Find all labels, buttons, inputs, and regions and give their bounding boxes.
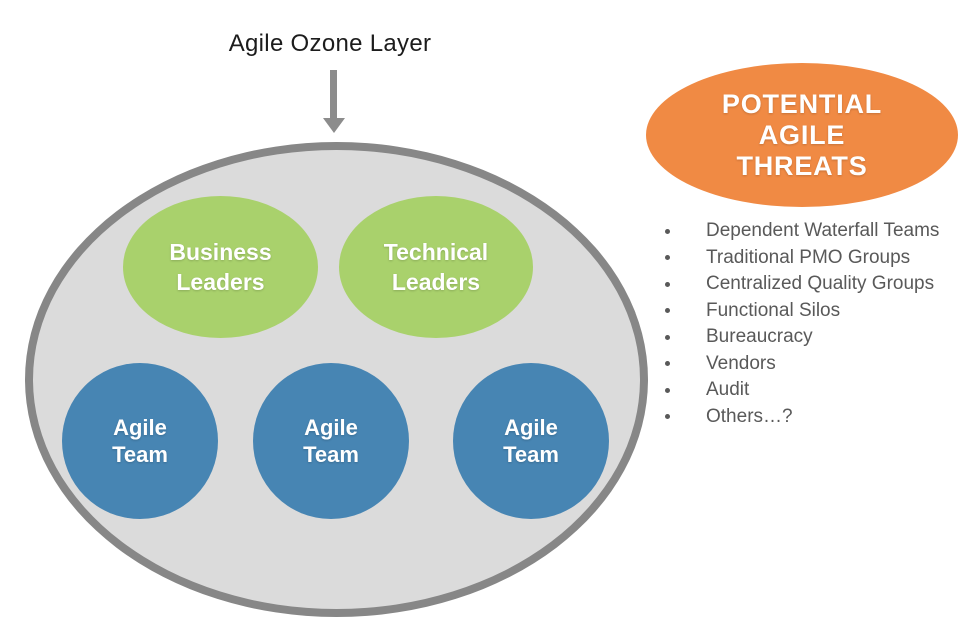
business-leaders-ellipse: Business Leaders — [123, 196, 318, 338]
threat-item: Bureaucracy — [665, 324, 965, 351]
agile-team-circle-3: Agile Team — [453, 363, 609, 519]
threat-item: Audit — [665, 377, 965, 404]
down-arrow-shaft — [330, 70, 337, 118]
potential-threats-ellipse: POTENTIAL AGILE THREATS — [646, 63, 958, 207]
threat-item-label: Audit — [706, 379, 750, 401]
bullet-icon — [665, 255, 670, 261]
business-leaders-label: Business Leaders — [169, 239, 272, 295]
threats-list: Dependent Waterfall Teams Traditional PM… — [665, 218, 965, 430]
agile-team-label: Agile Team — [303, 415, 359, 467]
bullet-icon — [665, 414, 670, 420]
bullet-icon — [665, 228, 670, 234]
agile-team-circle-1: Agile Team — [62, 363, 218, 519]
agile-team-label: Agile Team — [503, 415, 559, 467]
threat-item-label: Functional Silos — [706, 299, 841, 321]
threat-item-label: Dependent Waterfall Teams — [706, 220, 940, 242]
threat-item: Centralized Quality Groups — [665, 271, 965, 298]
down-arrow-head — [323, 118, 345, 133]
threat-item: Functional Silos — [665, 298, 965, 325]
threat-item-label: Vendors — [706, 352, 776, 374]
threat-item: Vendors — [665, 351, 965, 378]
threat-item: Others…? — [665, 404, 965, 431]
bullet-icon — [665, 387, 670, 393]
threat-item-label: Others…? — [706, 405, 793, 427]
threat-item-label: Centralized Quality Groups — [706, 273, 935, 295]
bullet-icon — [665, 361, 670, 367]
bullet-icon — [665, 281, 670, 287]
agile-team-circle-2: Agile Team — [253, 363, 409, 519]
technical-leaders-label: Technical Leaders — [383, 239, 489, 295]
potential-threats-title: POTENTIAL AGILE THREATS — [721, 88, 883, 181]
technical-leaders-ellipse: Technical Leaders — [339, 196, 533, 338]
threat-item: Traditional PMO Groups — [665, 245, 965, 272]
threat-item-label: Bureaucracy — [706, 326, 813, 348]
agile-team-label: Agile Team — [112, 415, 168, 467]
bullet-icon — [665, 308, 670, 314]
bullet-icon — [665, 334, 670, 340]
diagram-title: Agile Ozone Layer — [228, 30, 432, 57]
threat-item-label: Traditional PMO Groups — [706, 246, 911, 268]
threat-item: Dependent Waterfall Teams — [665, 218, 965, 245]
